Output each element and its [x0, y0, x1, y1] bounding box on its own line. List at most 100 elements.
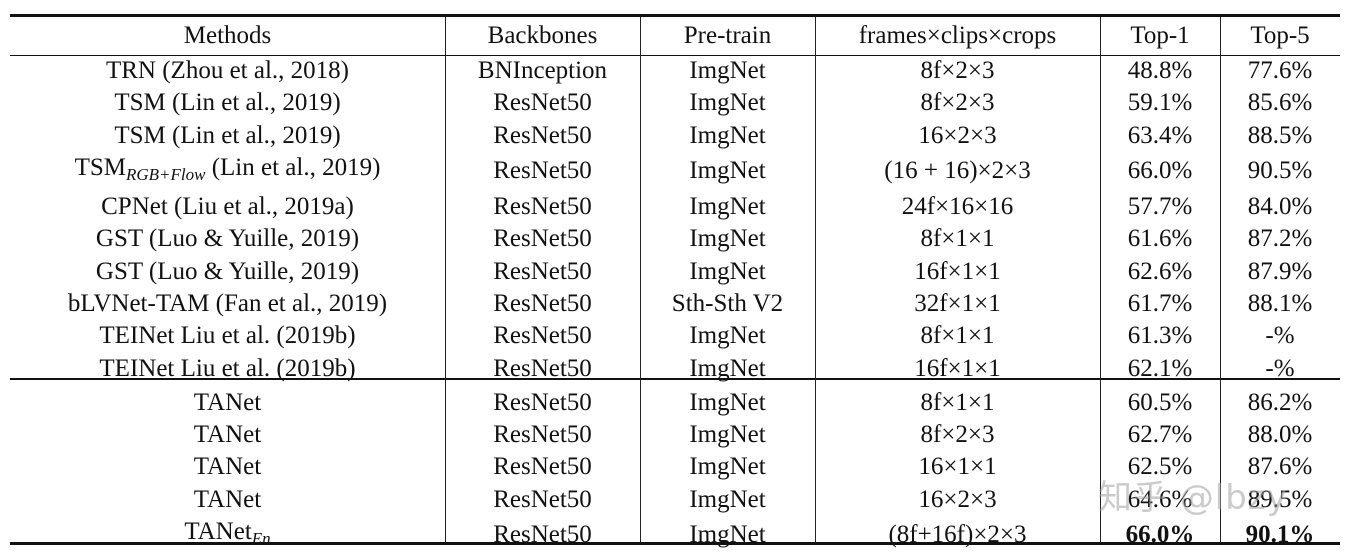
- cell-backbone: ResNet50: [493, 354, 592, 382]
- cell-top5: 88.1%: [1247, 289, 1313, 317]
- cell-top1: 62.5%: [1127, 453, 1193, 481]
- cell-frames-clips-crops: 32f×1×1: [914, 289, 1001, 317]
- cell-top5: 90.5%: [1247, 157, 1313, 185]
- cell-top5: -%: [1265, 354, 1295, 382]
- cell-pretrain: ImgNet: [689, 57, 766, 85]
- results-table: Methods Backbones Pre-train frames×clips…: [10, 17, 1340, 555]
- cell-top5: 89.5%: [1247, 485, 1313, 513]
- method-name: TSM: [74, 153, 126, 181]
- cell-method: TANet: [10, 484, 445, 516]
- cell-frames-clips-crops: 16×2×3: [918, 485, 997, 513]
- method-name: TSM (Lin et al., 2019): [114, 121, 341, 149]
- column-divider: [640, 17, 641, 542]
- cell-top1: 61.6%: [1127, 225, 1193, 253]
- column-divider: [445, 17, 446, 542]
- method-name: TANet: [193, 453, 262, 481]
- cell-pretrain: ImgNet: [689, 453, 766, 481]
- cell-pretrain: ImgNet: [689, 193, 766, 221]
- cell-frames-clips-crops: 8f×1×1: [920, 388, 995, 416]
- header-top5: Top-5: [1250, 22, 1310, 49]
- group-separator-rule: [10, 378, 1340, 380]
- method-name: GST (Luo & Yuille, 2019): [95, 257, 360, 285]
- cell-top5: 84.0%: [1247, 193, 1313, 221]
- column-divider: [1220, 17, 1221, 542]
- cell-top5: 87.9%: [1247, 257, 1313, 285]
- cell-method: bLVNet-TAM (Fan et al., 2019): [10, 288, 445, 320]
- cell-backbone: ResNet50: [493, 121, 592, 149]
- cell-top1: 62.6%: [1127, 257, 1193, 285]
- method-name: TRN (Zhou et al., 2018): [105, 57, 349, 85]
- cell-top5: 88.0%: [1247, 421, 1313, 449]
- cell-frames-clips-crops: 8f×2×3: [920, 421, 995, 449]
- cell-top1: 61.7%: [1127, 289, 1193, 317]
- cell-backbone: ResNet50: [493, 89, 592, 117]
- method-name: TSM (Lin et al., 2019): [114, 89, 341, 117]
- method-name: TANet: [193, 421, 262, 449]
- cell-frames-clips-crops: 16f×1×1: [914, 257, 1001, 285]
- cell-pretrain: ImgNet: [689, 354, 766, 382]
- cell-frames-clips-crops: 8f×2×3: [920, 57, 995, 85]
- cell-method: TEINet Liu et al. (2019b): [10, 352, 445, 384]
- method-subscript: En: [251, 528, 271, 548]
- bottom-rule: [10, 542, 1340, 545]
- cell-backbone: ResNet50: [493, 225, 592, 253]
- cell-pretrain: ImgNet: [689, 89, 766, 117]
- method-name: TEINet Liu et al. (2019b): [99, 322, 356, 350]
- cell-top5: 86.2%: [1247, 388, 1313, 416]
- cell-top1: 57.7%: [1127, 193, 1193, 221]
- top-rule: [10, 14, 1340, 17]
- cell-backbone: BNInception: [477, 57, 608, 85]
- method-name: GST (Luo & Yuille, 2019): [95, 225, 360, 253]
- method-name: TANet: [184, 517, 252, 545]
- cell-frames-clips-crops: 16×1×1: [918, 453, 997, 481]
- cell-frames-clips-crops: 8f×1×1: [920, 322, 995, 350]
- cell-frames-clips-crops: 16×2×3: [918, 121, 997, 149]
- cell-backbone: ResNet50: [493, 453, 592, 481]
- cell-backbone: ResNet50: [493, 257, 592, 285]
- table-row: bLVNet-TAM (Fan et al., 2019) ResNet50 Sth…: [10, 288, 1340, 320]
- cell-method: TANetEn: [10, 516, 445, 555]
- cell-backbone: ResNet50: [493, 289, 592, 317]
- cell-method: TANet: [10, 419, 445, 451]
- cell-top1: 66.0%: [1125, 521, 1195, 549]
- cell-frames-clips-crops: 16f×1×1: [914, 354, 1001, 382]
- cell-top1: 60.5%: [1127, 388, 1193, 416]
- cell-pretrain: ImgNet: [689, 521, 766, 549]
- cell-method: GST (Luo & Yuille, 2019): [10, 223, 445, 255]
- cell-frames-clips-crops: 8f×2×3: [920, 89, 995, 117]
- cell-backbone: ResNet50: [493, 421, 592, 449]
- cell-top1: 63.4%: [1127, 121, 1193, 149]
- table-row: TSM (Lin et al., 2019) ResNet50 ImgNet 8f×2…: [10, 87, 1340, 119]
- cell-method: CPNet (Liu et al., 2019a): [10, 191, 445, 223]
- cell-method: TSM (Lin et al., 2019): [10, 120, 445, 152]
- method-name: bLVNet-TAM (Fan et al., 2019): [67, 289, 388, 317]
- column-divider: [1100, 17, 1101, 542]
- cell-frames-clips-crops: 24f×16×16: [901, 193, 1014, 221]
- method-name: TANet: [193, 485, 262, 513]
- header-top1: Top-1: [1130, 22, 1190, 49]
- table-row: TEINet Liu et al. (2019b) ResNet50 ImgNet 1…: [10, 352, 1340, 384]
- cell-top1: 62.1%: [1127, 354, 1193, 382]
- cell-pretrain: Sth-Sth V2: [671, 289, 784, 317]
- method-subscript: RGB+Flow: [125, 164, 206, 184]
- cell-top1: 66.0%: [1127, 157, 1193, 185]
- header-methods: Methods: [183, 22, 272, 49]
- cell-top5: 88.5%: [1247, 121, 1313, 149]
- cell-top5: 90.1%: [1245, 521, 1315, 549]
- header-pretrain: Pre-train: [683, 22, 772, 49]
- cell-backbone: ResNet50: [493, 485, 592, 513]
- cell-method: TEINet Liu et al. (2019b): [10, 320, 445, 352]
- method-citation: (Lin et al., 2019): [205, 153, 381, 181]
- cell-top1: 64.6%: [1127, 485, 1193, 513]
- cell-pretrain: ImgNet: [689, 322, 766, 350]
- cell-backbone: ResNet50: [493, 388, 592, 416]
- cell-backbone: ResNet50: [493, 193, 592, 221]
